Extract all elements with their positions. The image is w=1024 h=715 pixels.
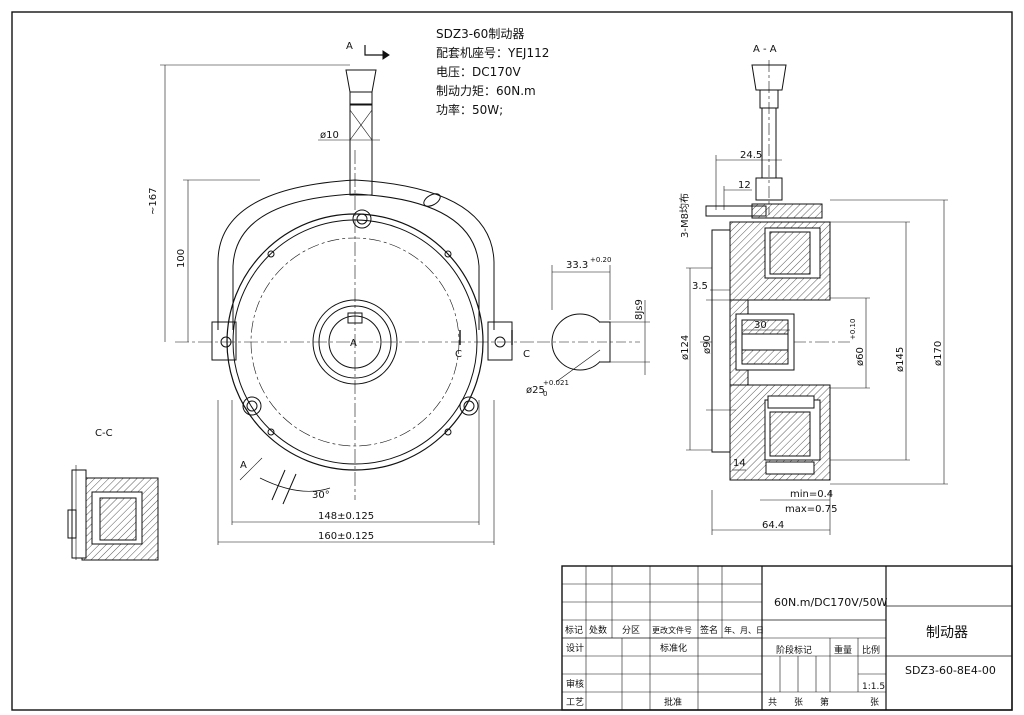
tb-h-zone: 分区 (622, 625, 640, 636)
dim-d10: ø10 (320, 130, 339, 141)
dim-12: 12 (738, 180, 751, 191)
dim-64-4: 64.4 (762, 520, 784, 531)
tb-scale: 1:1.5 (862, 682, 885, 692)
section-c-left: C (455, 349, 462, 360)
key-labels: 33.3 +0.20 8Js9 ø25 +0.021 0 (526, 256, 645, 398)
side-section (686, 60, 948, 535)
section-c-right: C (523, 349, 530, 360)
side-labels: A - A 24.5 12 3-M8均布 3.5 ø124 ø90 30 ø60… (679, 44, 944, 531)
spec-power: 功率：50W; (436, 102, 503, 117)
dim-w148: 148±0.125 (318, 511, 374, 522)
front-labels: A A A C C ø10 ~167 100 30° 148±0.125 160… (148, 41, 530, 542)
spec-notes: SDZ3-60制动器 配套机座号：YEJ112 电压：DC170V 制动力矩：6… (436, 27, 549, 117)
tb-standard: 标准化 (660, 642, 687, 654)
spec-torque: 制动力矩：60N.m (436, 84, 536, 98)
dim-max: max=0.75 (785, 504, 837, 515)
dim-d145: ø145 (895, 347, 906, 372)
dim-d60: ø60 (855, 347, 866, 366)
section-cc-label: C-C (95, 428, 113, 439)
tb-part-name: 制动器 (926, 625, 968, 641)
tb-sheets2: 张 (870, 697, 879, 708)
title-block-text: 60N.m/DC170V/50W 制动器 SDZ3-60-8E4-00 1:1.… (565, 596, 996, 708)
tb-weight: 重量 (834, 644, 852, 656)
dim-h167: ~167 (148, 188, 159, 215)
tb-h-date: 年、月、日 (724, 625, 764, 635)
hub-label: A (350, 338, 357, 349)
tb-h-mark: 标记 (565, 624, 583, 636)
dim-d25-tol2: 0 (543, 390, 547, 398)
spec-name: SDZ3-60制动器 (436, 27, 524, 41)
spec-seat: 配套机座号：YEJ112 (436, 45, 549, 60)
section-a-top: A (346, 41, 353, 52)
dim-d25: ø25 (526, 385, 545, 396)
dim-angle: 30° (312, 490, 330, 501)
dim-14: 14 (733, 458, 746, 469)
dim-k8: 8Js9 (634, 299, 645, 320)
tb-num: 第 (820, 696, 829, 708)
dim-d90: ø90 (702, 335, 713, 354)
dim-w160: 160±0.125 (318, 531, 374, 542)
tb-total: 共 (768, 697, 777, 708)
dim-d124: ø124 (680, 335, 691, 360)
section-cc (67, 465, 159, 561)
section-aa-label: A - A (753, 44, 777, 55)
dim-h100: 100 (176, 249, 187, 268)
dim-d60-tol: +0.10 (849, 319, 857, 340)
tb-h-change: 更改文件号 (652, 625, 692, 635)
tb-h-count: 处数 (589, 624, 607, 636)
bolt-hole (242, 209, 479, 416)
dim-24-5: 24.5 (740, 150, 762, 161)
front-view (160, 45, 540, 545)
section-a-bottom: A (240, 460, 247, 471)
dim-w33-tol: +0.20 (590, 256, 611, 264)
dim-30: 30 (754, 320, 767, 331)
dim-m8: 3-M8均布 (679, 193, 691, 238)
tb-review: 审核 (566, 678, 584, 690)
dim-d170: ø170 (933, 341, 944, 366)
tb-ratio: 比例 (862, 644, 880, 656)
tb-spec-line: 60N.m/DC170V/50W (774, 596, 888, 609)
sheet-border (11, 11, 1013, 711)
tb-stage: 阶段标记 (776, 644, 812, 656)
dim-w33: 33.3 (566, 260, 588, 271)
tb-approve: 批准 (664, 696, 682, 708)
dim-min: min=0.4 (790, 489, 833, 500)
tb-drawing-no: SDZ3-60-8E4-00 (905, 664, 996, 677)
spec-voltage: 电压：DC170V (436, 65, 522, 79)
tb-design: 设计 (566, 642, 584, 654)
tb-sheets: 张 (794, 697, 803, 708)
title-block (561, 565, 1013, 711)
tb-process: 工艺 (566, 697, 584, 708)
tb-h-sign: 签名 (700, 624, 718, 636)
dim-3-5: 3.5 (692, 281, 708, 292)
key-detail (540, 265, 650, 383)
dim-d25-tol: +0.021 (543, 379, 569, 387)
